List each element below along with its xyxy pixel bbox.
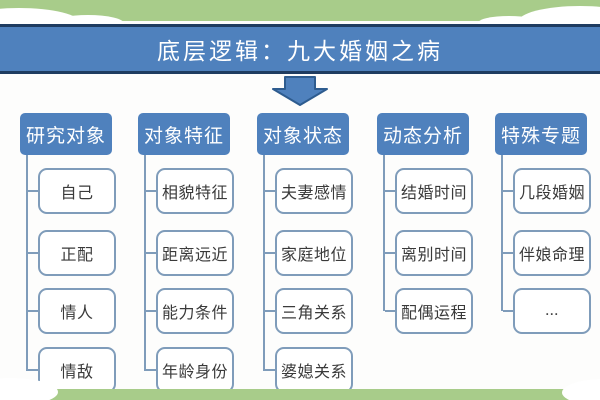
- node-box: 自己: [38, 168, 116, 214]
- connector-line: [144, 155, 146, 371]
- node-box: 三角关系: [275, 288, 353, 334]
- cloud-shape: [562, 379, 600, 400]
- connector-line: [503, 190, 513, 192]
- connector-line: [383, 155, 385, 311]
- column-header: 动态分析: [377, 113, 469, 155]
- node-box: 相貌特征: [156, 168, 234, 214]
- node-box: 年龄身份: [156, 347, 234, 393]
- title-banner: 底层逻辑：九大婚姻之病: [0, 24, 600, 74]
- column-header: 研究对象: [20, 113, 112, 155]
- bottom-green-band: [0, 389, 600, 400]
- node-box: 家庭地位: [275, 230, 353, 276]
- connector-line: [503, 310, 513, 312]
- node-box: 夫妻感情: [275, 168, 353, 214]
- connector-line: [503, 252, 513, 254]
- top-green-band: [0, 0, 600, 21]
- node-box: 距离远近: [156, 230, 234, 276]
- node-box: 情人: [38, 288, 116, 334]
- connector-line: [385, 252, 395, 254]
- node-box: 离别时间: [395, 230, 473, 276]
- connector-line: [501, 155, 503, 311]
- column-header: 对象状态: [257, 113, 349, 155]
- connector-line: [146, 369, 156, 371]
- connector-line: [265, 310, 275, 312]
- connector-line: [265, 252, 275, 254]
- connector-line: [385, 190, 395, 192]
- connector-line: [28, 252, 38, 254]
- node-box: 伴娘命理: [513, 230, 591, 276]
- connector-line: [385, 310, 395, 312]
- page-title: 底层逻辑：九大婚姻之病: [157, 39, 443, 64]
- column-header: 特殊专题: [495, 113, 587, 155]
- node-box: 婆媳关系: [275, 347, 353, 393]
- connector-line: [146, 310, 156, 312]
- down-arrow-icon: [268, 76, 332, 111]
- connector-line: [265, 369, 275, 371]
- connector-line: [28, 310, 38, 312]
- connector-line: [26, 155, 28, 371]
- connector-line: [263, 155, 265, 371]
- connector-line: [28, 369, 38, 371]
- connector-line: [28, 190, 38, 192]
- connector-line: [265, 190, 275, 192]
- node-box: 能力条件: [156, 288, 234, 334]
- connector-line: [146, 252, 156, 254]
- node-box: 配偶运程: [395, 288, 473, 334]
- column-header: 对象特征: [138, 113, 230, 155]
- node-box: 正配: [38, 230, 116, 276]
- node-box: 结婚时间: [395, 168, 473, 214]
- connector-line: [146, 190, 156, 192]
- node-box: 几段婚姻: [513, 168, 591, 214]
- cloud-shape: [0, 378, 58, 400]
- node-box: ...: [513, 288, 591, 334]
